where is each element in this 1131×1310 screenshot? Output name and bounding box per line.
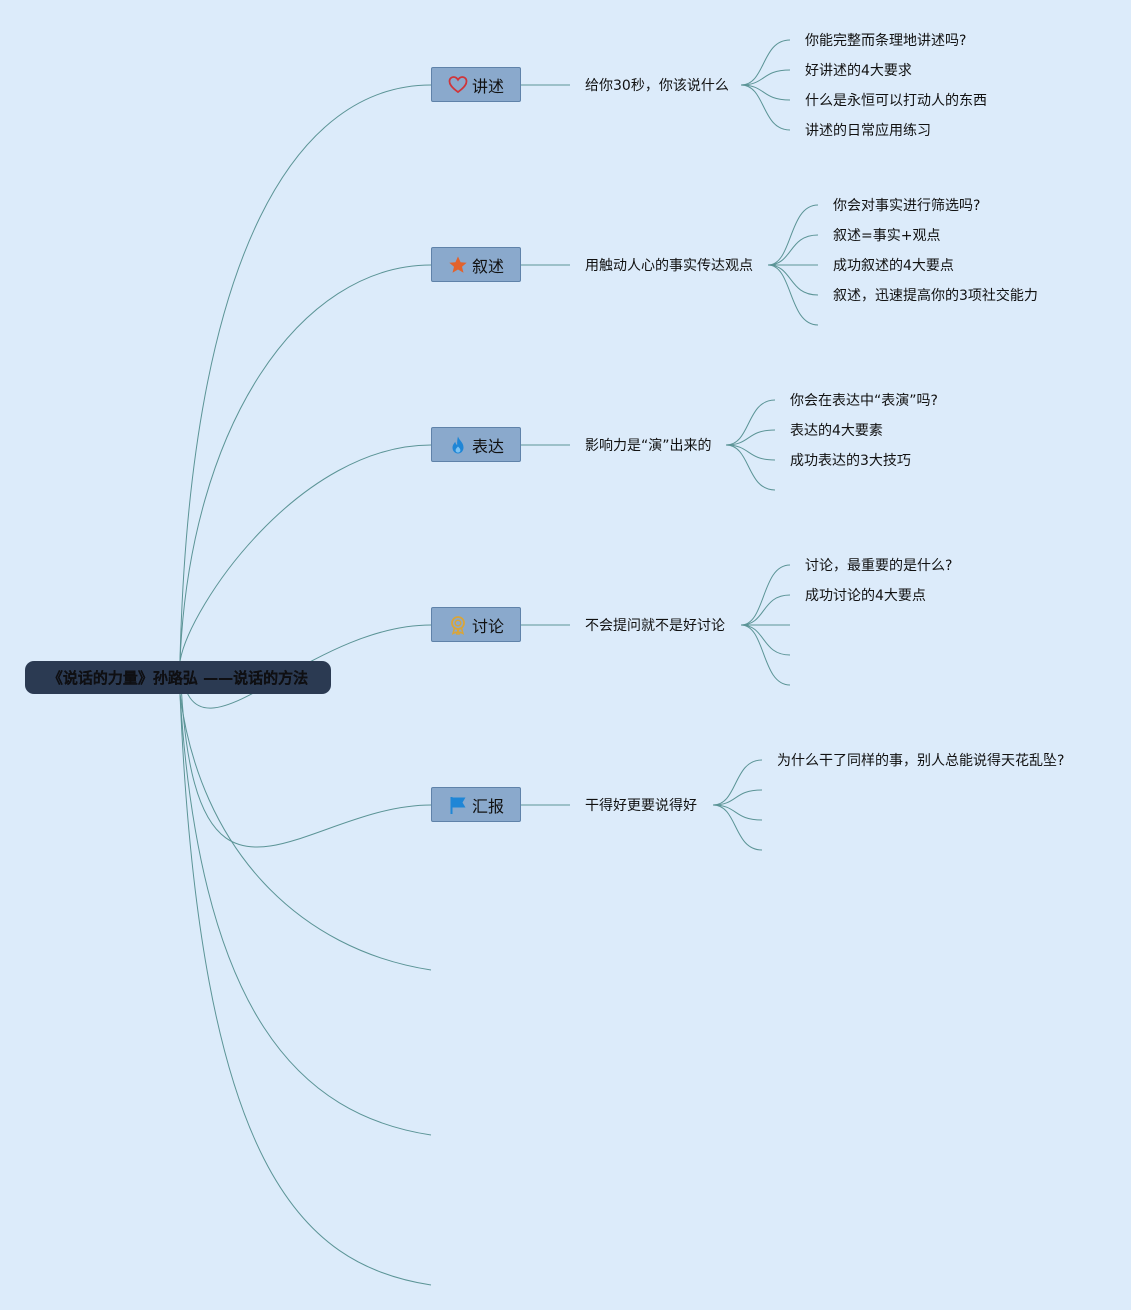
branch-subtitle[interactable]: 干得好更要说得好 — [585, 798, 697, 814]
leaf-item[interactable]: 叙述，迅速提高你的3项社交能力 — [833, 288, 1038, 304]
subtitle-to-leaf-line — [712, 759, 763, 806]
leaf-item[interactable]: 叙述=事实+观点 — [833, 228, 941, 244]
leaf-item[interactable]: 成功表达的3大技巧 — [790, 453, 911, 469]
subtitle-to-leaf-line — [740, 564, 791, 626]
branch-subtitle[interactable]: 用触动人心的事实传达观点 — [585, 258, 753, 274]
subtitle-to-leaf-line — [712, 789, 763, 806]
branch-subtitle[interactable]: 给你30秒，你该说什么 — [585, 78, 729, 94]
branch-label: 汇报 — [471, 796, 504, 816]
subtitle-to-leaf-line — [725, 429, 776, 446]
root-title: 《说话的力量》孙路弘 ——说话的方法 — [47, 669, 309, 687]
subtitle-to-leaf-line — [767, 204, 819, 266]
subtitle-to-leaf-line — [725, 444, 776, 491]
heart-icon — [448, 75, 468, 95]
subtitle-to-leaf-line — [725, 399, 776, 446]
leaf-item[interactable]: 你会对事实进行筛选吗? — [833, 198, 981, 214]
branch-label: 叙述 — [471, 256, 504, 276]
subtitle-to-leaf-line — [767, 234, 819, 266]
branch-subtitle[interactable]: 不会提问就不是好讨论 — [585, 618, 725, 634]
branch-node-taolun[interactable]: 讨论 — [431, 607, 521, 642]
branch-node-huibao[interactable]: 汇报 — [431, 787, 521, 822]
branch-node-xushu[interactable]: 叙述 — [431, 247, 521, 282]
branch-label: 讨论 — [471, 616, 504, 636]
leaf-item[interactable]: 你能完整而条理地讲述吗? — [805, 33, 967, 49]
subtitle-to-leaf-line — [767, 264, 819, 326]
subtitle-to-leaf-line — [725, 444, 776, 461]
subtitle-to-leaf-line — [767, 264, 819, 296]
star-icon — [448, 255, 468, 275]
subtitle-to-leaf-line — [740, 84, 791, 131]
subtitle-to-leaf-line — [740, 84, 791, 101]
leaf-item[interactable]: 表达的4大要素 — [790, 423, 883, 439]
leaf-item[interactable]: 什么是永恒可以打动人的东西 — [805, 93, 987, 109]
branch-node-biaoda[interactable]: 表达 — [431, 427, 521, 462]
root-to-empty-branch-line — [179, 693, 432, 971]
subtitle-to-leaf-line — [712, 804, 763, 851]
subtitle-to-leaf-line — [740, 39, 791, 86]
subtitle-to-leaf-line — [712, 804, 763, 821]
leaf-item[interactable]: 好讲述的4大要求 — [805, 63, 912, 79]
medal-icon — [448, 615, 468, 635]
subtitle-to-leaf-line — [740, 624, 791, 686]
branch-label: 表达 — [471, 436, 504, 456]
leaf-item[interactable]: 成功讨论的4大要点 — [805, 588, 926, 604]
leaf-item[interactable]: 讲述的日常应用练习 — [805, 123, 931, 139]
subtitle-to-leaf-line — [740, 69, 791, 86]
root-to-empty-branch-line — [179, 693, 432, 1286]
root-to-empty-branch-line — [179, 693, 432, 1136]
root-to-branch-line — [179, 264, 432, 662]
root-to-branch-line — [179, 444, 432, 662]
branch-subtitle[interactable]: 影响力是“演”出来的 — [585, 438, 712, 454]
flag-icon — [448, 795, 468, 815]
subtitle-to-leaf-line — [740, 624, 791, 656]
branch-node-jiangshu[interactable]: 讲述 — [431, 67, 521, 102]
leaf-item[interactable]: 你会在表达中“表演”吗? — [790, 393, 938, 409]
root-node[interactable]: 《说话的力量》孙路弘 ——说话的方法 — [25, 661, 331, 694]
leaf-item[interactable]: 成功叙述的4大要点 — [833, 258, 954, 274]
root-to-branch-line — [179, 660, 432, 848]
branch-label: 讲述 — [471, 76, 504, 96]
subtitle-to-leaf-line — [740, 594, 791, 626]
leaf-item[interactable]: 讨论，最重要的是什么? — [805, 558, 953, 574]
leaf-item[interactable]: 为什么干了同样的事，别人总能说得天花乱坠? — [777, 753, 1065, 769]
root-to-branch-line — [179, 84, 432, 662]
flame-icon — [448, 435, 468, 455]
